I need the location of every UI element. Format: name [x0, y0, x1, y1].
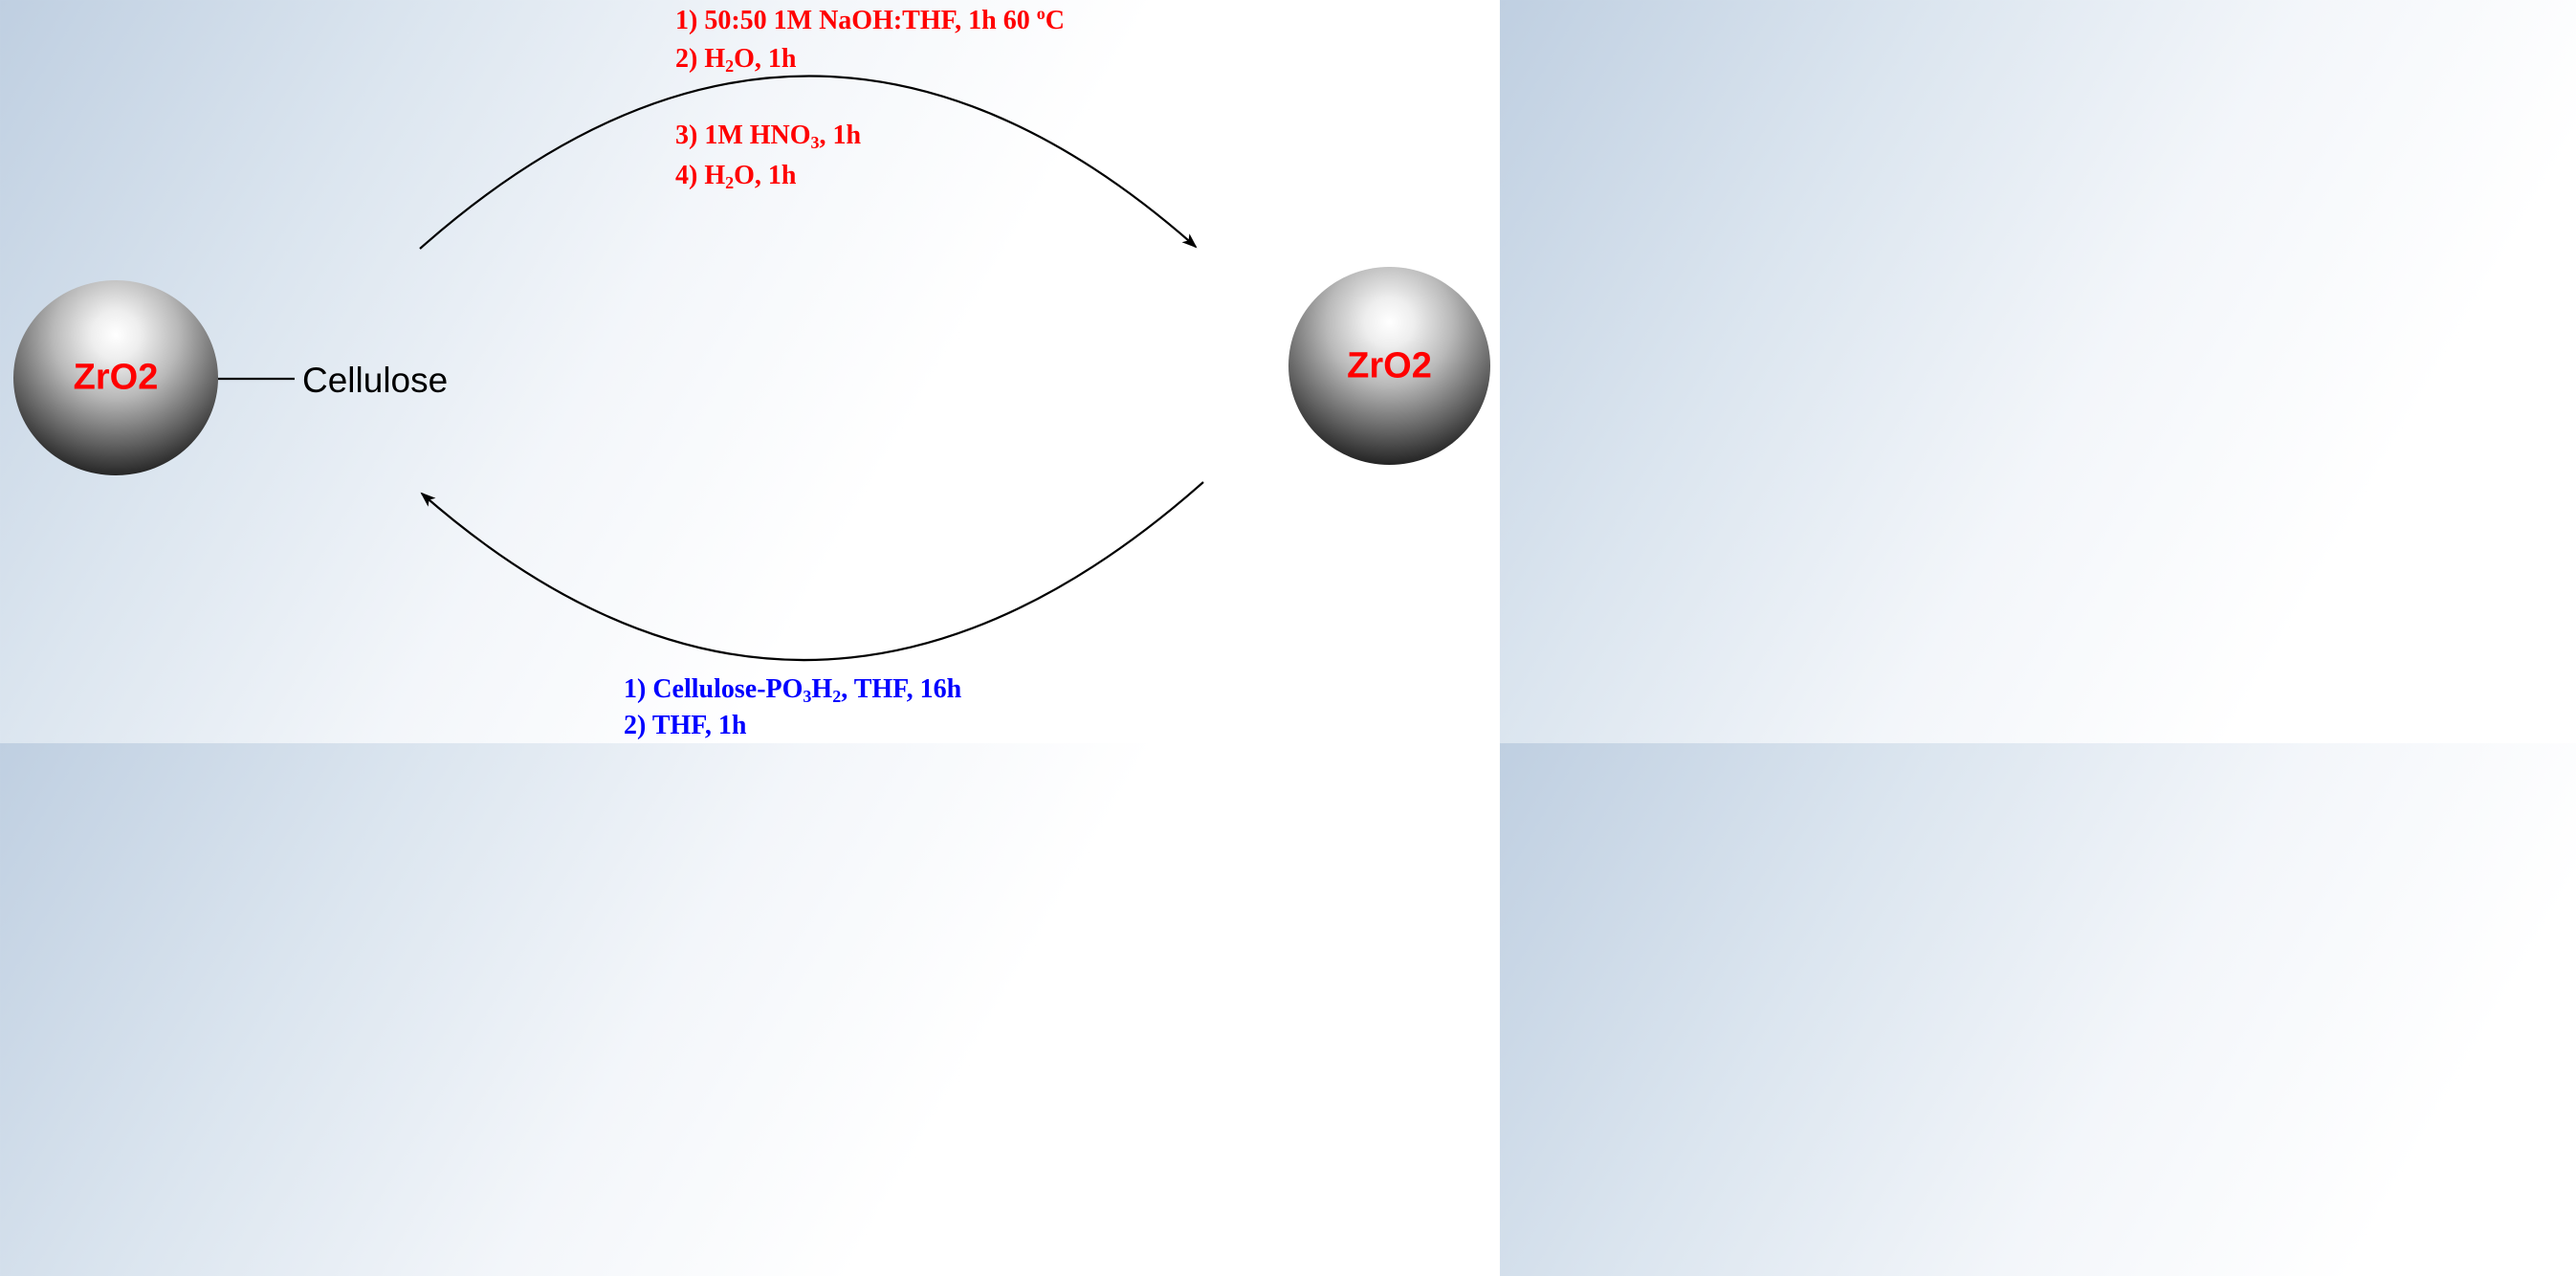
bottom-condition-1: 1) Cellulose-PO3H2, THF, 16h [624, 674, 962, 706]
left-zro2-sphere: ZrO2 [13, 280, 218, 475]
reaction-arrows [218, 75, 1204, 662]
top-condition-3: 3) 1M HNO3, 1h [675, 121, 862, 152]
top-condition-2: 2) H2O, 1h [675, 44, 797, 76]
bottom-condition-2: 2) THF, 1h [624, 711, 747, 740]
right-zro2-label: ZrO2 [1347, 345, 1432, 385]
reverse-arrow [420, 481, 1204, 662]
left-zro2-label: ZrO2 [73, 357, 159, 398]
right-zro2-sphere: ZrO2 [1288, 267, 1490, 465]
top-condition-1: 1) 50:50 1M NaOH:THF, 1h 60 oC [675, 4, 1065, 35]
cellulose-label: Cellulose [302, 361, 449, 400]
forward-arrow [419, 75, 1198, 250]
top-condition-4: 4) H2O, 1h [675, 161, 797, 192]
